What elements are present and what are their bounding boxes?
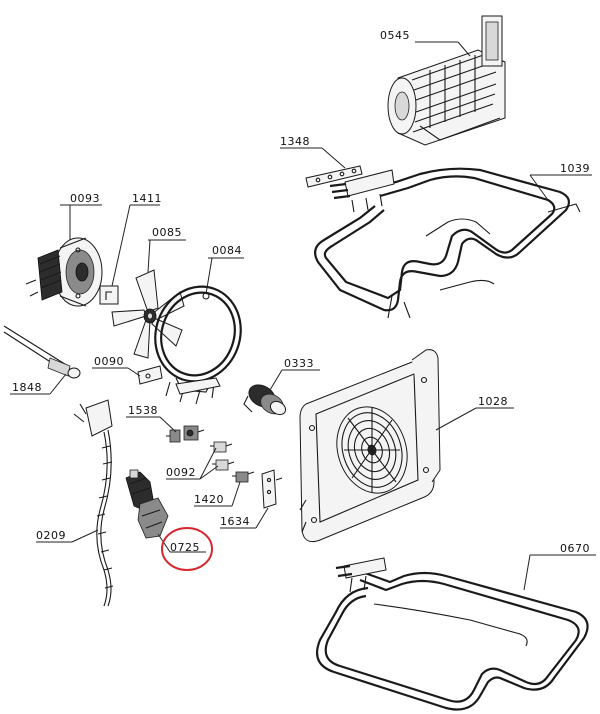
part-label-0545: 0545 <box>380 29 410 42</box>
part-label-0090: 0090 <box>94 355 124 368</box>
thermal-fuse-drawing <box>210 441 235 471</box>
lower-heating-element-drawing <box>316 557 589 711</box>
part-label-1028: 1028 <box>478 395 508 408</box>
selector-switch-drawing <box>125 469 169 539</box>
circular-element-drawing <box>154 285 242 405</box>
highlight-circle <box>161 527 213 571</box>
part-label-0092: 0092 <box>166 466 196 479</box>
fan-motor-drawing <box>25 237 103 307</box>
part-label-1538: 1538 <box>128 404 158 417</box>
part-label-0084: 0084 <box>212 244 242 257</box>
oven-lamp-drawing <box>243 384 287 416</box>
part-label-0085: 0085 <box>152 226 182 239</box>
part-label-1348: 1348 <box>280 135 310 148</box>
fan-cover-panel-drawing <box>299 349 441 543</box>
part-label-1411: 1411 <box>132 192 162 205</box>
gasket-drawing <box>99 285 119 305</box>
thermostat-drawing <box>166 425 205 443</box>
part-label-1039: 1039 <box>560 162 590 175</box>
element-bracket-drawing <box>137 365 163 385</box>
sensor-probe-drawing <box>3 325 81 379</box>
part-label-0725: 0725 <box>170 541 200 554</box>
fan-blade-drawing <box>111 269 185 359</box>
part-label-0333: 0333 <box>284 357 314 370</box>
terminal-plate-drawing <box>305 165 363 188</box>
part-label-1848: 1848 <box>12 381 42 394</box>
part-label-1420: 1420 <box>194 493 224 506</box>
part-label-1634: 1634 <box>220 515 250 528</box>
part-label-0093: 0093 <box>70 192 100 205</box>
tangential-fan-drawing <box>387 15 506 146</box>
part-label-0209: 0209 <box>36 529 66 542</box>
power-cord-drawing <box>73 399 114 607</box>
door-switch-drawing <box>261 469 283 509</box>
part-label-0670: 0670 <box>560 542 590 555</box>
switch-drawing <box>232 471 255 483</box>
upper-grill-element-drawing <box>313 167 581 319</box>
